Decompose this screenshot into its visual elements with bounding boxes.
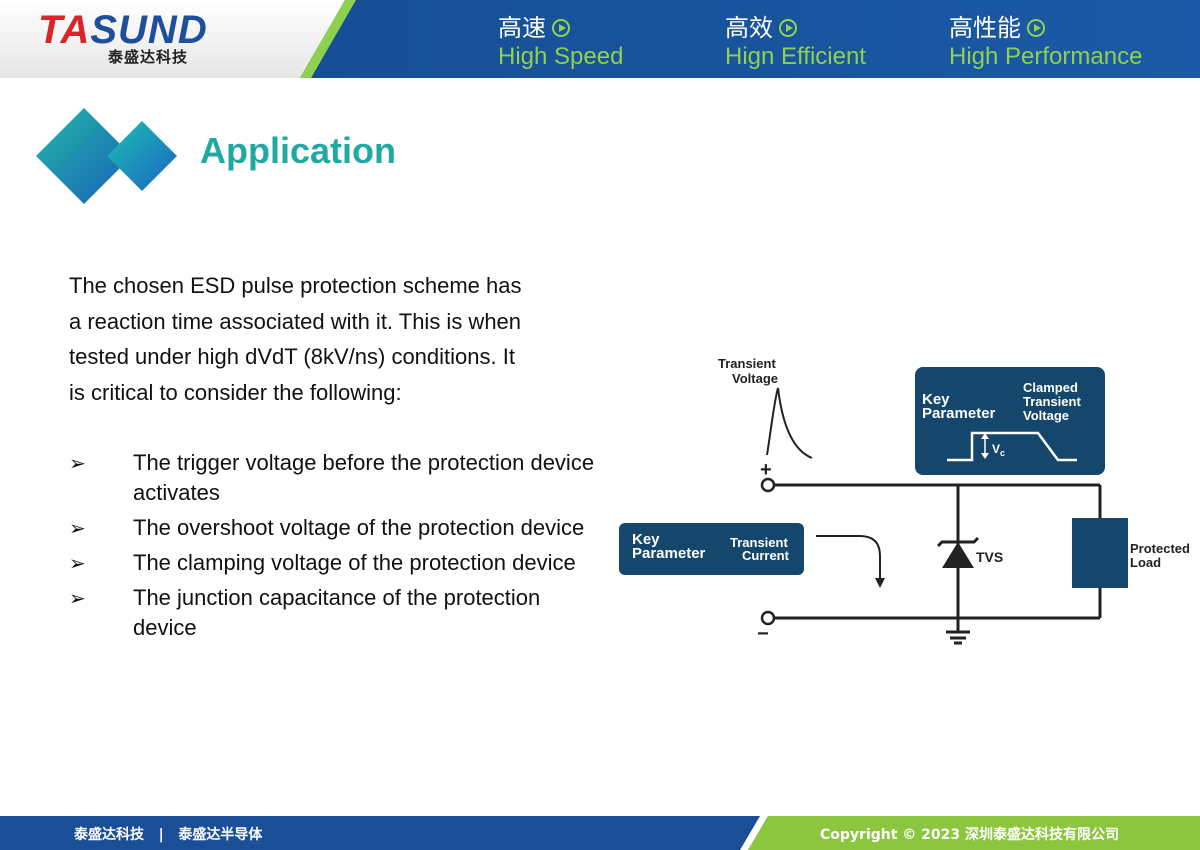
slogan-high-efficient: 高效 Hign Efficient xyxy=(725,14,866,71)
footer-copyright: Copyright © 2023 深圳泰盛达科技有限公司 xyxy=(820,827,1120,843)
logo-subtitle: 泰盛达科技 xyxy=(108,48,189,66)
clamped-voltage-label-line2: Transient xyxy=(1023,394,1081,409)
company-logo: TASUND xyxy=(38,8,208,53)
tvs-label: TVS xyxy=(976,549,1003,565)
slogan-cn: 高效 xyxy=(725,14,773,42)
negative-terminal-sign: − xyxy=(757,623,769,645)
slogan-cn: 高性能 xyxy=(949,14,1021,42)
key-parameter-label: Key xyxy=(632,531,660,548)
protected-load-block xyxy=(1072,518,1128,588)
protected-load-label: Protected xyxy=(1130,541,1190,556)
vc-label: Vc xyxy=(992,442,1005,458)
slogan-en: Hign Efficient xyxy=(725,43,866,70)
consideration-list: ➢ The trigger voltage before the protecti… xyxy=(69,448,609,648)
list-item-text: The trigger voltage before the protectio… xyxy=(133,450,595,505)
clamped-voltage-box xyxy=(915,367,1105,475)
transient-current-label: Transient xyxy=(730,535,788,550)
intro-paragraph: The chosen ESD pulse protection scheme h… xyxy=(69,273,522,405)
list-item: ➢ The overshoot voltage of the protection… xyxy=(69,513,609,543)
slogan-en: High Speed xyxy=(498,43,624,70)
clamped-voltage-label: Clamped xyxy=(1023,380,1078,395)
key-parameter-label-line2: Parameter xyxy=(632,545,706,562)
transient-current-box xyxy=(619,523,804,575)
slogan-en: High Performance xyxy=(949,43,1143,70)
diamond-decoration-icon xyxy=(36,108,177,204)
positive-terminal xyxy=(760,477,776,493)
protected-load-label-line2: Load xyxy=(1130,555,1161,570)
transient-voltage-label: Transient xyxy=(718,356,776,371)
slogan-high-speed: 高速 High Speed xyxy=(498,14,623,71)
list-item-text: The junction capacitance of the protecti… xyxy=(133,585,541,640)
current-flow-arrowhead xyxy=(875,578,885,588)
current-flow-arrow-icon xyxy=(816,535,881,580)
logo-text-red: TA xyxy=(38,8,91,52)
play-circle-icon xyxy=(1027,19,1045,37)
logo-text-blue: SUND xyxy=(90,8,208,52)
list-item-text: The clamping voltage of the protection d… xyxy=(133,550,576,575)
key-parameter-label-line2: Parameter xyxy=(922,405,996,422)
positive-terminal-sign: + xyxy=(760,459,772,481)
arrow-bullet-icon: ➢ xyxy=(69,551,86,575)
play-circle-icon xyxy=(552,19,570,37)
transient-voltage-label-line2: Voltage xyxy=(732,371,778,386)
list-item-text: The overshoot voltage of the protection … xyxy=(133,515,585,540)
clamped-voltage-label-line3: Voltage xyxy=(1023,408,1069,423)
tvs-diode-bar xyxy=(936,536,980,548)
header-bar: TASUND 泰盛达科技 高速 High Speed 高效 Hign Effic… xyxy=(0,0,1200,78)
arrow-bullet-icon: ➢ xyxy=(69,516,86,540)
play-circle-icon xyxy=(779,19,797,37)
voltage-pulse-waveform xyxy=(766,387,813,459)
arrow-bullet-icon: ➢ xyxy=(69,451,86,475)
list-item: ➢ The trigger voltage before the protecti… xyxy=(69,448,609,508)
slogan-cn: 高速 xyxy=(498,14,546,42)
footer-bar: 泰盛达科技 | 泰盛达半导体 Copyright © 2023 深圳泰盛达科技有… xyxy=(0,816,1200,850)
footer-background xyxy=(0,816,1200,850)
list-item: ➢ The junction capacitance of the protect… xyxy=(69,583,609,643)
transient-current-label-line2: Current xyxy=(742,548,790,563)
vc-arrow-down xyxy=(981,453,989,459)
key-parameter-label: Key xyxy=(922,391,950,408)
tvs-diode-icon xyxy=(942,542,974,568)
section-title: Application xyxy=(200,130,396,171)
slogan-high-performance: 高性能 High Performance xyxy=(949,14,1142,71)
header-background xyxy=(0,0,1200,78)
footer-company-names: 泰盛达科技 | 泰盛达半导体 xyxy=(74,827,263,843)
tvs-circuit-diagram: Transient Voltage + − TVS Protected Load… xyxy=(619,356,1190,645)
arrow-bullet-icon: ➢ xyxy=(69,586,86,610)
vc-arrow-up xyxy=(981,433,989,439)
clamped-waveform xyxy=(947,431,1077,462)
list-item: ➢ The clamping voltage of the protection … xyxy=(69,548,609,578)
